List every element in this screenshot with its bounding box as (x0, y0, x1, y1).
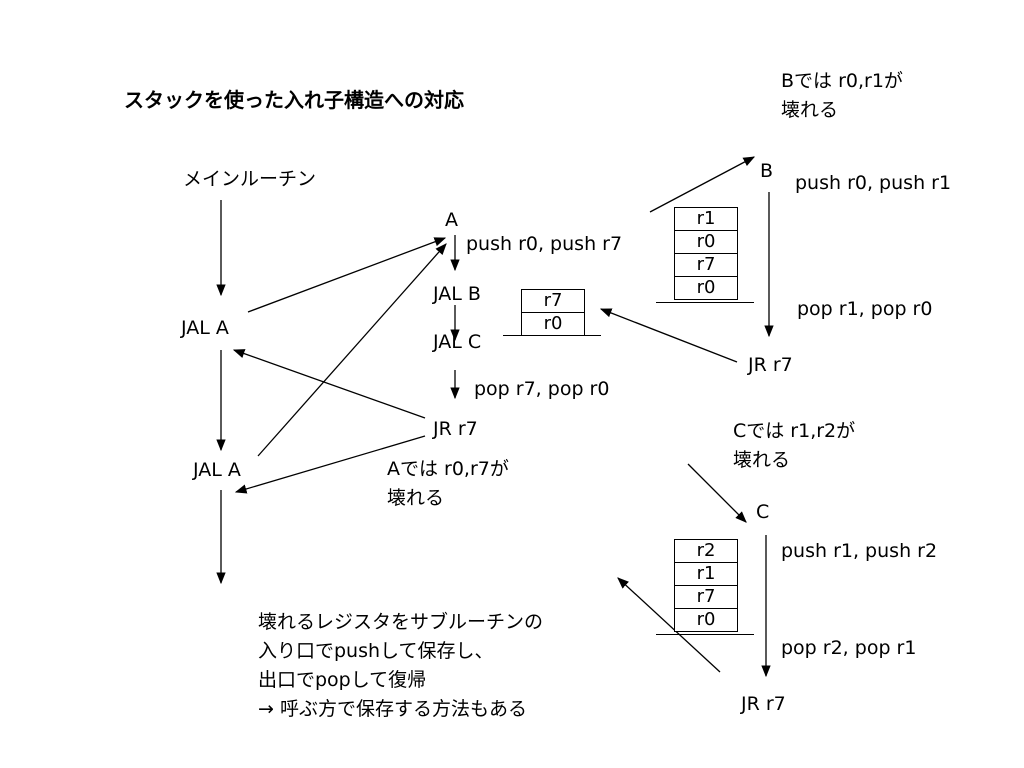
routine-b-exit: pop r1, pop r0 (797, 298, 933, 320)
return-c-arrow (617, 577, 721, 673)
stack-cell: r7 (521, 289, 585, 313)
main-jal-a-1: JAL A (181, 317, 229, 339)
routine-b-return: JR r7 (748, 354, 793, 376)
routine-c-name: C (756, 501, 770, 523)
call-c-arrow (687, 463, 747, 523)
routine-c-exit: pop r2, pop r1 (781, 637, 917, 659)
stack-b-base (656, 302, 754, 303)
routine-c-entry: push r1, push r2 (781, 540, 938, 562)
return-a-arrow-1 (232, 349, 426, 419)
page-title: スタックを使った入れ子構造への対応 (124, 88, 464, 112)
call-b-arrow (649, 156, 756, 213)
routine-c-note: Cでは r1,r2が 壊れる (733, 420, 856, 471)
routine-a-jal-b: JAL B (433, 283, 481, 305)
routine-a-jal-c: JAL C (433, 331, 482, 353)
routine-a-entry: push r0, push r7 (466, 233, 623, 255)
stack-cell: r0 (674, 608, 738, 632)
routine-b-name: B (760, 160, 774, 182)
stack-c-base (656, 634, 754, 635)
main-jal-a-2: JAL A (193, 459, 241, 481)
stack-cell: r7 (674, 585, 738, 609)
routine-b-note: Bでは r0,r1が 壊れる (781, 70, 903, 121)
stack-cell: r0 (674, 230, 738, 254)
return-a-arrow-2 (234, 435, 426, 494)
stack-cell: r2 (674, 539, 738, 563)
routine-a-exit: pop r7, pop r0 (474, 378, 610, 400)
call-a-arrow-2 (257, 243, 447, 457)
routine-c-return: JR r7 (741, 693, 786, 715)
main-routine-label: メインルーチン (183, 168, 317, 190)
call-a-arrow-1 (247, 237, 447, 313)
stack-a-base (503, 335, 601, 336)
stack-cell: r7 (674, 253, 738, 277)
routine-a-note: Aでは r0,r7が 壊れる (387, 458, 509, 509)
routine-b-entry: push r0, push r1 (795, 172, 952, 194)
routine-a-return: JR r7 (433, 418, 478, 440)
stack-cell: r1 (674, 562, 738, 586)
stack-cell: r0 (521, 312, 585, 336)
stack-cell: r0 (674, 276, 738, 300)
return-b-arrow (599, 308, 738, 363)
stack-cell: r1 (674, 207, 738, 231)
routine-a-name: A (445, 209, 458, 231)
summary-text: 壊れるレジスタをサブルーチンの 入り口でpushして保存し、 出口でpopして復… (258, 611, 544, 720)
